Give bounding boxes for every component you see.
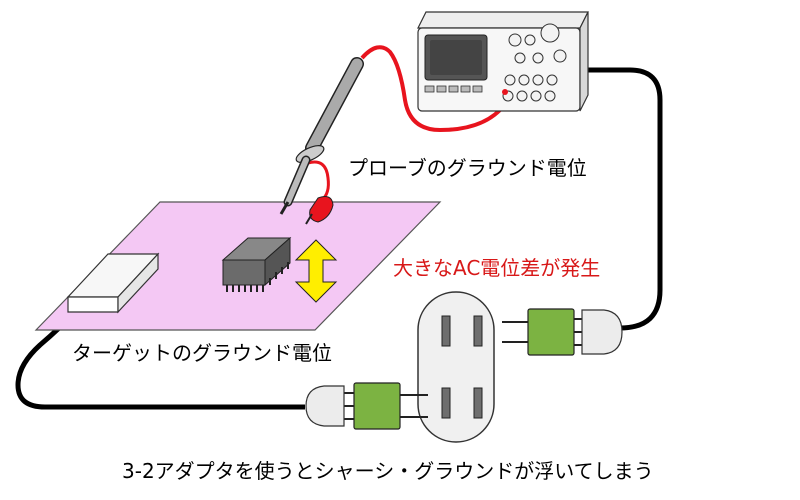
potential-difference-label: 大きなAC電位差が発生 [393, 256, 601, 280]
wall-outlet-icon [417, 291, 495, 443]
double-arrow-icon [294, 239, 338, 303]
target-ground-label: ターゲットのグラウンド電位 [72, 341, 332, 365]
three-to-two-adapter-icon [527, 308, 575, 356]
oscilloscope-icon [417, 11, 589, 112]
lower-plug-assembly [305, 382, 428, 430]
probe-ground-label: プローブのグラウンド電位 [348, 156, 587, 180]
upper-plug-assembly [502, 308, 623, 356]
target-board [34, 201, 442, 331]
three-to-two-adapter-icon [353, 382, 401, 430]
scope-power-cable [588, 67, 663, 331]
plug-icon [305, 385, 345, 427]
ground-clip-lead [307, 160, 330, 202]
probe-icon [279, 57, 364, 225]
footnote-caption: 3-2アダプタを使うとシャーシ・グラウンドが浮いてしまう [122, 459, 654, 483]
board-connector [66, 252, 160, 314]
ic-chip-icon [221, 236, 292, 292]
plug-icon [581, 309, 623, 355]
